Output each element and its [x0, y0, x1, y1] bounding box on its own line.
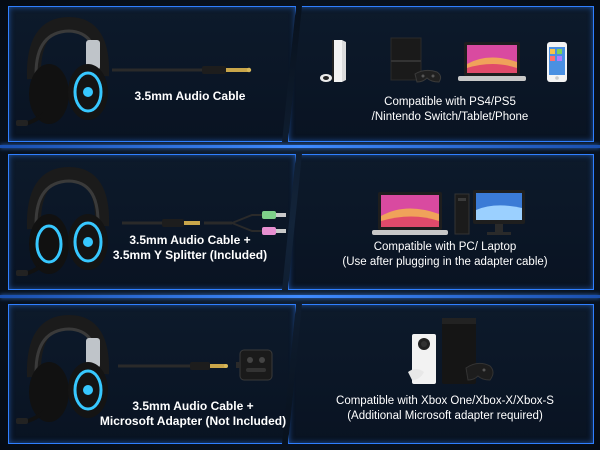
xbox-series-s-icon — [408, 334, 436, 384]
row1-left-label-line1: 3.5mm Audio Cable — [134, 89, 246, 103]
row-divider — [0, 145, 600, 148]
headset-icon — [16, 166, 110, 276]
row2-left-label-line2: 3.5mm Y Splitter (Included) — [112, 248, 268, 262]
row-divider — [0, 295, 600, 298]
microsoft-adapter-icon — [236, 349, 273, 381]
row2-right-label: Compatible with PC/ Laptop (Use after pl… — [310, 240, 580, 270]
row3-right-panel — [288, 304, 594, 444]
ps4-console-icon — [390, 37, 442, 83]
row2-right-panel — [288, 154, 594, 290]
row2-left-label-line1: 3.5mm Audio Cable + — [129, 233, 251, 247]
row3-right-label-line2: (Additional Microsoft adapter required) — [347, 410, 543, 422]
row1-left-label: 3.5mm Audio Cable — [110, 89, 270, 104]
row2-right-label-line1: Compatible with PC/ Laptop — [373, 241, 517, 253]
row1-right-label-line1: Compatible with PS4/PS5 — [384, 96, 516, 108]
headset-icon — [16, 16, 110, 126]
laptop-icon — [372, 192, 448, 235]
laptop-icon — [458, 42, 526, 81]
phone-icon — [547, 42, 567, 82]
row3-left-label: 3.5mm Audio Cable + Microsoft Adapter (N… — [98, 399, 288, 429]
xbox-series-x-icon — [442, 318, 494, 384]
row3-right-label: Compatible with Xbox One/Xbox-X/Xbox-S (… — [310, 394, 580, 424]
desktop-pc-icon — [454, 190, 525, 235]
ps5-console-icon — [320, 40, 346, 82]
row1-right-label-line2: /Nintendo Switch/Tablet/Phone — [371, 111, 529, 123]
row2-left-label: 3.5mm Audio Cable + 3.5mm Y Splitter (In… — [110, 233, 270, 263]
audio-cable-icon — [118, 362, 228, 370]
y-splitter-icon — [122, 211, 286, 235]
row1-right-label: Compatible with PS4/PS5 /Nintendo Switch… — [320, 95, 580, 125]
headset-icon — [16, 314, 110, 424]
row2-right-label-line2: (Use after plugging in the adapter cable… — [342, 256, 548, 268]
row3-right-label-line1: Compatible with Xbox One/Xbox-X/Xbox-S — [336, 395, 554, 407]
row3-left-label-line2: Microsoft Adapter (Not Included) — [99, 414, 287, 428]
row3-left-label-line1: 3.5mm Audio Cable + — [132, 399, 254, 413]
audio-cable-icon — [112, 66, 252, 74]
